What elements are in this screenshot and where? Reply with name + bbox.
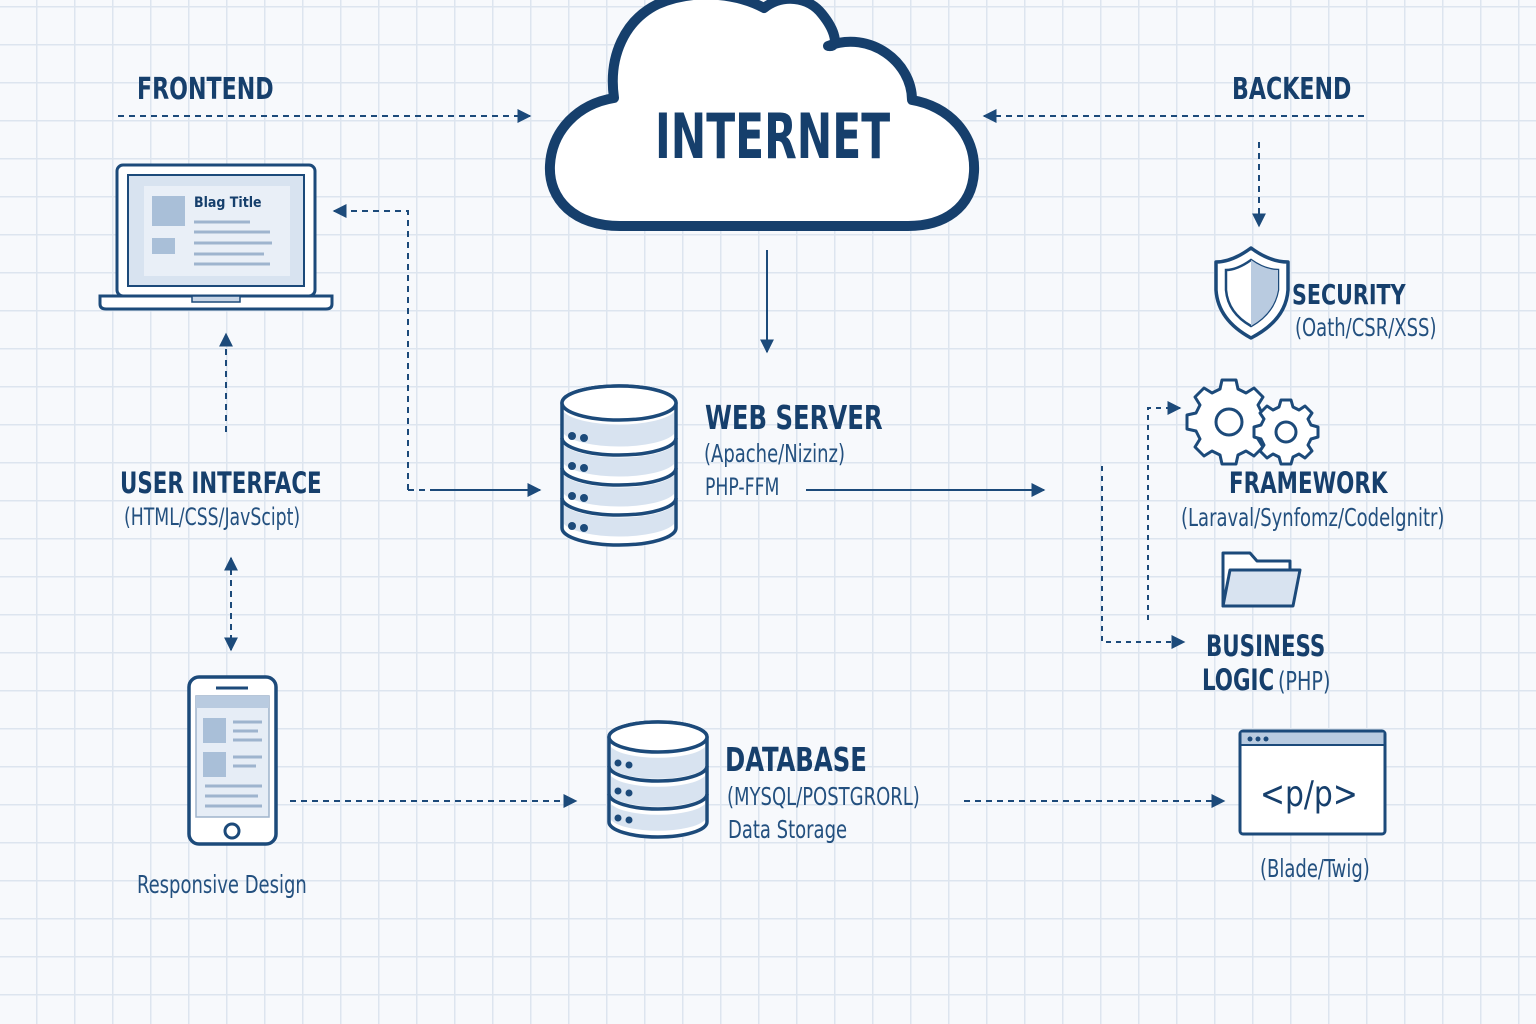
- business-logic-bracket: [1101, 466, 1186, 649]
- templating-caption: (Blade/Twig): [1260, 854, 1370, 883]
- internet-label: INTERNET: [655, 100, 891, 173]
- business-logic-logic-text: LOGIC: [1202, 663, 1275, 697]
- responsive-design-caption: Responsive Design: [137, 870, 307, 899]
- gears-icon: [1185, 378, 1320, 466]
- blog-title-text: Blag Title: [194, 195, 262, 211]
- security-title: SECURITY: [1292, 278, 1406, 311]
- framework-subtitle: (Laraval/Synfomz/Codelgnitr): [1181, 503, 1445, 532]
- business-logic-php-text: (PHP): [1277, 667, 1331, 697]
- database-subtitle: (MYSQL/POSTGRORL): [727, 782, 920, 811]
- user-interface-title: USER INTERFACE: [120, 466, 322, 500]
- folder-icon: [1221, 551, 1302, 608]
- business-logic-title: BUSINESS: [1206, 629, 1326, 663]
- database-icon: [607, 720, 709, 839]
- framework-title: FRAMEWORK: [1229, 466, 1388, 500]
- business-logic-line2: LOGIC (PHP): [1202, 663, 1331, 697]
- smartphone-icon: [187, 675, 278, 846]
- web-server-detail: PHP-FFM: [705, 473, 780, 501]
- cloud-icon: [544, 0, 980, 231]
- laptop-webserver-connector: [332, 204, 409, 490]
- framework-bracket: [1147, 401, 1182, 620]
- web-server-title: WEB SERVER: [705, 398, 883, 437]
- backend-label: BACKEND: [1232, 72, 1352, 107]
- user-interface-subtitle: (HTML/CSS/JavScipt): [124, 503, 301, 531]
- shield-icon: [1214, 246, 1290, 340]
- frontend-label: FRONTEND: [137, 72, 274, 107]
- security-subtitle: (Oath/CSR/XSS): [1295, 313, 1437, 342]
- database-title: DATABASE: [725, 740, 867, 779]
- code-window-icon: [1238, 729, 1387, 836]
- web-server-subtitle: (Apache/Nizinz): [704, 439, 845, 468]
- server-stack-icon: [560, 384, 678, 547]
- database-detail: Data Storage: [728, 815, 848, 844]
- laptop-icon: [98, 163, 334, 311]
- code-snippet-text: <p/p>: [1260, 774, 1358, 815]
